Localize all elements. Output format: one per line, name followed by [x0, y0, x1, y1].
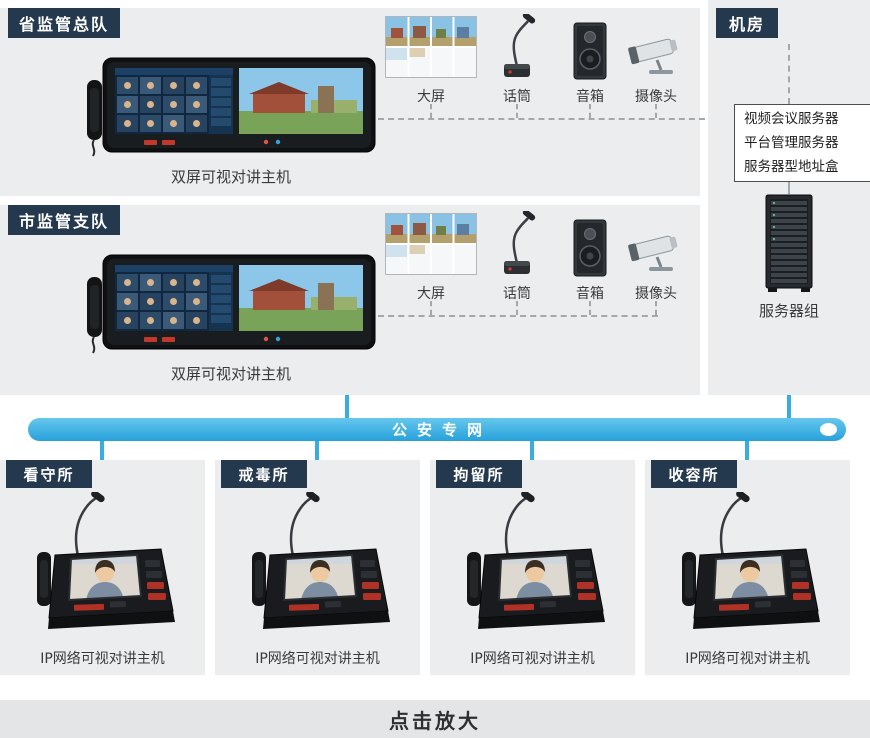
- peripheral-label-speaker: 音箱: [576, 89, 604, 105]
- microphone-icon: [498, 14, 536, 80]
- camera-icon: [627, 231, 685, 275]
- connector-machine-room-bottom: [788, 182, 790, 194]
- server-group-caption: 服务器组: [758, 302, 819, 320]
- panel-machine-room-title: 机房: [728, 15, 765, 34]
- device-caption-provincial: 双屏可视对讲主机: [170, 168, 291, 186]
- ip-video-intercom-device: [458, 492, 608, 640]
- connector-provincial-camera: [655, 104, 657, 118]
- connector-municipal-microphone: [516, 301, 518, 315]
- peripheral-label-camera: 摄像头: [635, 286, 677, 302]
- server-note-line-3: 服务器型地址盒: [744, 159, 839, 175]
- panel-provincial: 省监管总队 双屏可视对讲主机 大屏 话筒 音箱 摄像头: [0, 8, 700, 196]
- network-link-station-1: [100, 441, 104, 460]
- panel-station-shelter: 收容所 IP网络可视对讲主机: [645, 460, 850, 675]
- click-to-enlarge-button[interactable]: 点击放大: [389, 708, 481, 733]
- panel-machine-room-title-tab: 机房: [716, 8, 778, 38]
- station-title-tab: 戒毒所: [221, 460, 307, 488]
- station-title: 收容所: [668, 465, 720, 484]
- connector-provincial-bus: [378, 118, 735, 120]
- panel-provincial-title: 省监管总队: [18, 15, 109, 34]
- microphone-icon: [498, 211, 536, 277]
- device-caption-municipal: 双屏可视对讲主机: [170, 365, 291, 383]
- connector-municipal-bus: [378, 315, 658, 317]
- station-device-caption: IP网络可视对讲主机: [470, 651, 595, 667]
- network-link-station-4: [745, 441, 749, 460]
- station-title-tab: 收容所: [651, 460, 737, 488]
- server-rack-icon: [759, 194, 819, 294]
- footer-bar: 点击放大: [0, 700, 870, 738]
- speaker-icon: [573, 22, 607, 80]
- network-endpoint-dot: [820, 423, 837, 436]
- network-link-station-2: [315, 441, 319, 460]
- peripheral-label-microphone: 话筒: [503, 286, 531, 302]
- video-wall-icon: [385, 16, 477, 78]
- server-note-line-1: 视频会议服务器: [744, 111, 839, 127]
- network-link-station-3: [530, 441, 534, 460]
- station-title-tab: 看守所: [6, 460, 92, 488]
- station-device-caption: IP网络可视对讲主机: [40, 651, 165, 667]
- ip-video-intercom-device: [673, 492, 823, 640]
- station-device-caption: IP网络可视对讲主机: [685, 651, 810, 667]
- peripheral-label-camera: 摄像头: [635, 89, 677, 105]
- ip-video-intercom-device: [28, 492, 178, 640]
- connector-provincial-speaker: [589, 104, 591, 118]
- connector-provincial-microphone: [516, 104, 518, 118]
- station-title: 拘留所: [453, 465, 505, 484]
- network-link-machine-room: [787, 395, 791, 419]
- peripheral-label-microphone: 话筒: [503, 89, 531, 105]
- panel-provincial-title-tab: 省监管总队: [8, 8, 120, 38]
- peripheral-label-speaker: 音箱: [576, 286, 604, 302]
- network-bar: 公安专网: [28, 418, 846, 441]
- connector-municipal-speaker: [589, 301, 591, 315]
- dual-screen-intercom-device: [86, 56, 376, 160]
- panel-municipal-title-tab: 市监管支队: [8, 205, 120, 235]
- panel-municipal-title: 市监管支队: [18, 212, 109, 231]
- station-title: 戒毒所: [238, 465, 290, 484]
- speaker-icon: [573, 219, 607, 277]
- dual-screen-intercom-device: [86, 253, 376, 357]
- connector-municipal-video-wall: [430, 301, 432, 315]
- network-bar-label: 公安专网: [391, 421, 492, 439]
- peripheral-label-video-wall: 大屏: [417, 89, 445, 105]
- video-wall-icon: [385, 213, 477, 275]
- ip-video-intercom-device: [243, 492, 393, 640]
- camera-icon: [627, 34, 685, 78]
- connector-provincial-video-wall: [430, 104, 432, 118]
- network-link-municipal: [345, 395, 349, 419]
- station-device-caption: IP网络可视对讲主机: [255, 651, 380, 667]
- station-title: 看守所: [23, 465, 75, 484]
- panel-municipal: 市监管支队 双屏可视对讲主机 大屏 话筒 音箱 摄像头: [0, 205, 700, 395]
- panel-station-detention-house: 看守所 IP网络可视对讲主机: [0, 460, 205, 675]
- station-title-tab: 拘留所: [436, 460, 522, 488]
- server-note-box: 视频会议服务器 平台管理服务器 服务器型地址盒: [734, 104, 870, 182]
- connector-machine-room-top: [788, 44, 790, 104]
- panel-machine-room: 机房 视频会议服务器 平台管理服务器 服务器型地址盒 服务器组: [708, 0, 870, 395]
- connector-municipal-camera: [655, 301, 657, 315]
- server-note-line-2: 平台管理服务器: [744, 135, 839, 151]
- panel-station-detention-center: 拘留所 IP网络可视对讲主机: [430, 460, 635, 675]
- peripheral-label-video-wall: 大屏: [417, 286, 445, 302]
- panel-station-drug-rehab: 戒毒所 IP网络可视对讲主机: [215, 460, 420, 675]
